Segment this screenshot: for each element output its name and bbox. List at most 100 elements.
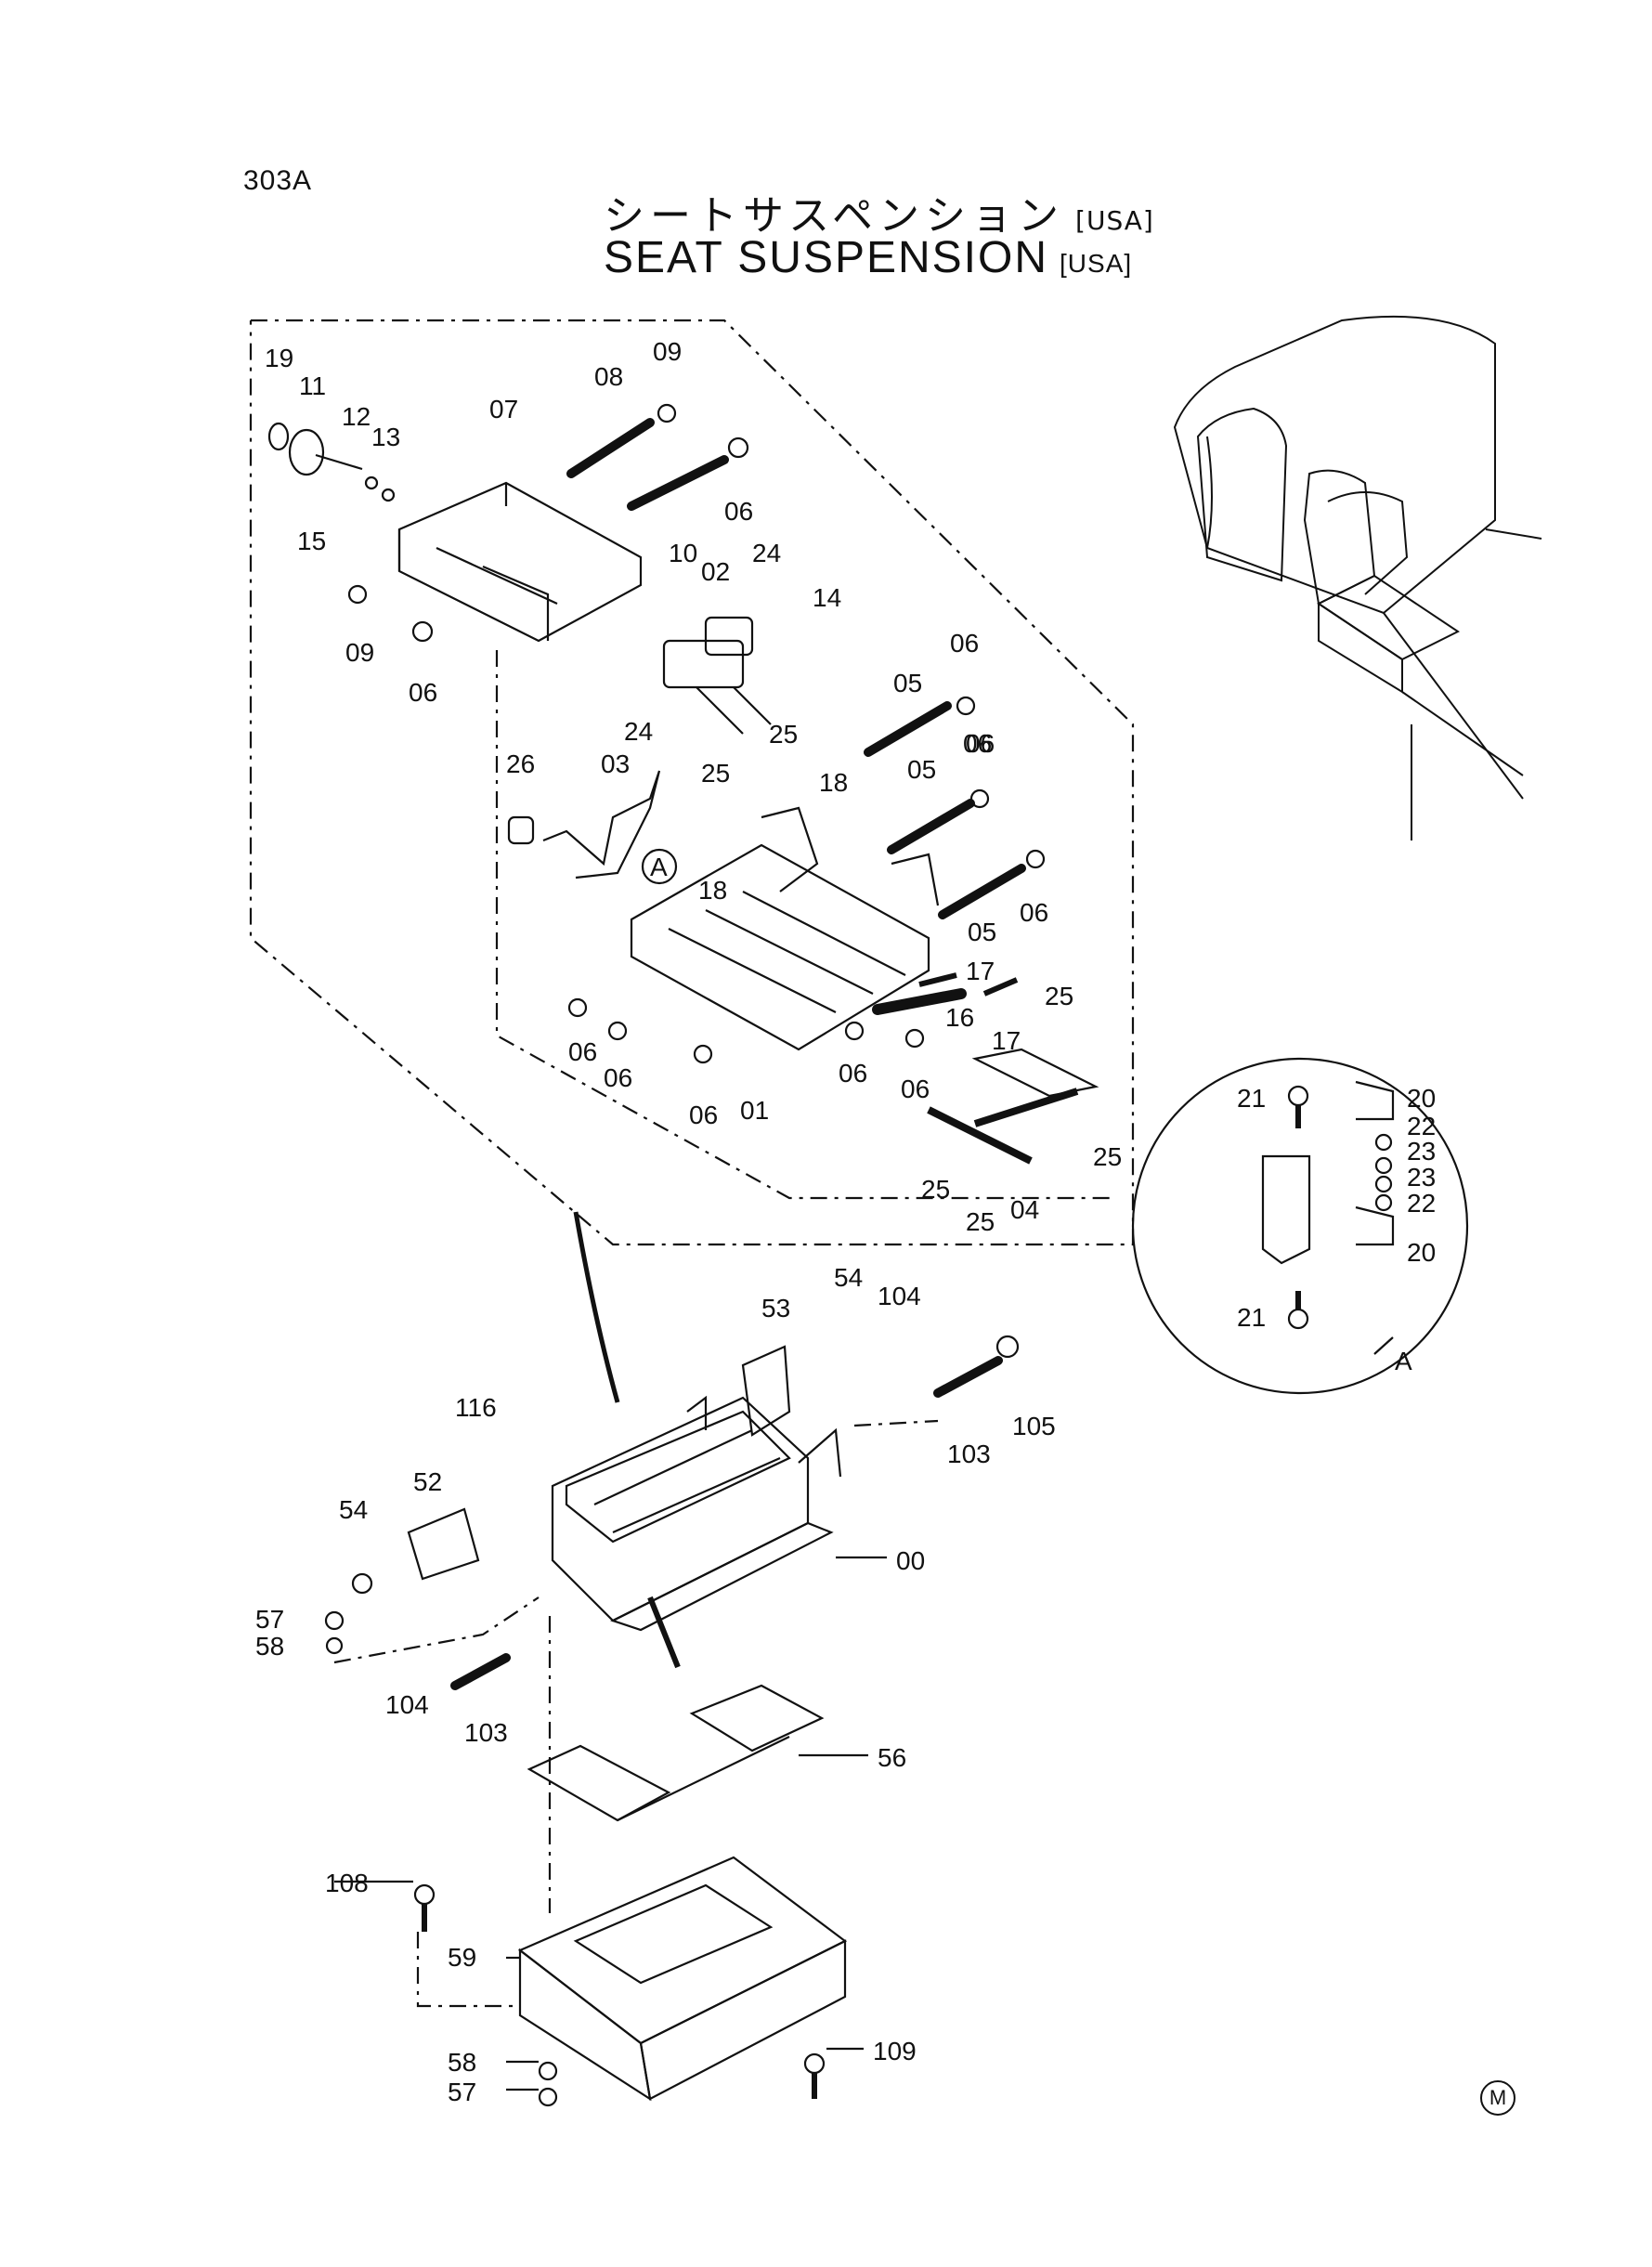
part-label: 58 [448,2048,476,2077]
part-label: 10 [669,539,697,567]
part-label: 22 [1407,1112,1436,1140]
base-plate-part [517,1856,848,2102]
suspension-body-part [551,1395,842,1632]
washers [347,403,1046,1359]
part-label: 21 [1237,1084,1266,1113]
detail-view-circle [1131,1057,1469,1395]
part-label: 105 [1012,1412,1056,1440]
knob-part [267,422,396,502]
part-label: 14 [813,583,841,612]
part-label: 18 [819,768,848,797]
pin-05a [864,701,952,757]
title-jp-text: シートサスペンション [604,192,1065,240]
part-label: 09 [653,337,682,366]
part-label: 24 [624,717,653,746]
part-label: 103 [947,1440,991,1468]
part-label: 54 [834,1263,863,1292]
title-en-text: SEAT SUSPENSION [604,233,1049,282]
part-label: 05 [968,918,996,946]
part-label: 09 [345,638,374,667]
detail-view-label: A [1395,1347,1412,1375]
part-label: 03 [601,749,630,778]
part-label: 05 [907,755,936,784]
fasteners-lower [324,1572,826,2107]
part-label: 13 [371,423,400,451]
part-label: 20 [1407,1084,1436,1113]
part-label: 20 [1407,1238,1436,1267]
part-label: 56 [878,1743,906,1772]
manufacturer-mark: M [1480,2080,1515,2116]
part-label: 02 [701,557,730,586]
part-label: 06 [409,678,437,707]
pin-10 [627,455,729,511]
region-tag-jp: [USA] [1075,205,1154,236]
part-label: 06 [568,1037,597,1066]
link-04-part [927,1048,1099,1165]
slide-rails-part [527,1596,825,1822]
bolt-17b [982,977,1019,997]
assembly-boundary [249,319,1135,1246]
part-label: 53 [761,1294,790,1322]
part-labels: 19 11 12 13 15 07 08 09 10 06 09 06 02 2… [255,337,1436,2106]
part-label: 17 [992,1026,1021,1055]
part-label: 57 [255,1605,284,1634]
spring-16 [872,988,967,1015]
part-label: 06 [963,729,992,758]
inner-boundary [495,650,1114,1200]
pin-05b [887,799,975,854]
roller-26 [507,815,535,845]
part-label: 06 [950,629,979,658]
pin-08 [566,418,655,478]
part-label: 06 [1020,898,1048,927]
part-label: 07 [489,395,518,423]
bracket-53 [741,1345,791,1437]
part-label: 05 [893,669,922,697]
part-label: 06 [604,1063,632,1092]
bracket-52 [407,1507,480,1581]
title-japanese: シートサスペンション [USA] [604,182,1154,241]
part-label: 23 [1407,1163,1436,1192]
part-label: 25 [921,1175,950,1204]
damper-block-part [662,616,772,735]
part-label: 04 [1010,1195,1039,1224]
bracket-03 [542,770,661,879]
part-label: 104 [878,1282,921,1310]
part-label: 16 [945,1003,974,1032]
part-label: 108 [325,1869,369,1897]
part-label: 26 [506,749,535,778]
part-label: 06 [724,497,753,526]
part-label: 00 [896,1546,925,1575]
part-label: 103 [464,1718,508,1747]
page-code: 303A [243,165,313,196]
part-label: 25 [769,720,798,749]
part-label: 01 [740,1096,769,1125]
part-label: 19 [265,344,293,372]
part-label: 57 [448,2078,476,2106]
part-label: 54 [339,1495,368,1524]
part-label: 06 [689,1101,718,1129]
part-label: 06 [966,729,995,758]
part-label: 24 [752,539,781,567]
upper-frame-part [397,481,643,643]
part-label: 12 [342,402,371,431]
part-label: 52 [413,1467,442,1496]
part-label: 109 [873,2037,917,2065]
part-label: 25 [966,1207,995,1236]
part-label: 25 [701,759,730,788]
part-label: 25 [1093,1142,1122,1171]
part-label: 104 [385,1690,429,1719]
detail-bracket-part [1261,1080,1395,1330]
part-label: 21 [1237,1303,1266,1332]
scissor-mechanism-part [630,806,940,1051]
part-label: 11 [299,371,326,400]
part-label: 06 [901,1075,930,1103]
part-label: 22 [1407,1189,1436,1218]
bolt-17a [918,972,957,987]
excavator-cab-illustration [1173,315,1542,840]
part-label: 17 [966,957,995,985]
part-label: 06 [839,1059,867,1088]
part-label: 58 [255,1632,284,1661]
part-label: 59 [448,1943,476,1972]
part-label: 18 [698,876,727,905]
